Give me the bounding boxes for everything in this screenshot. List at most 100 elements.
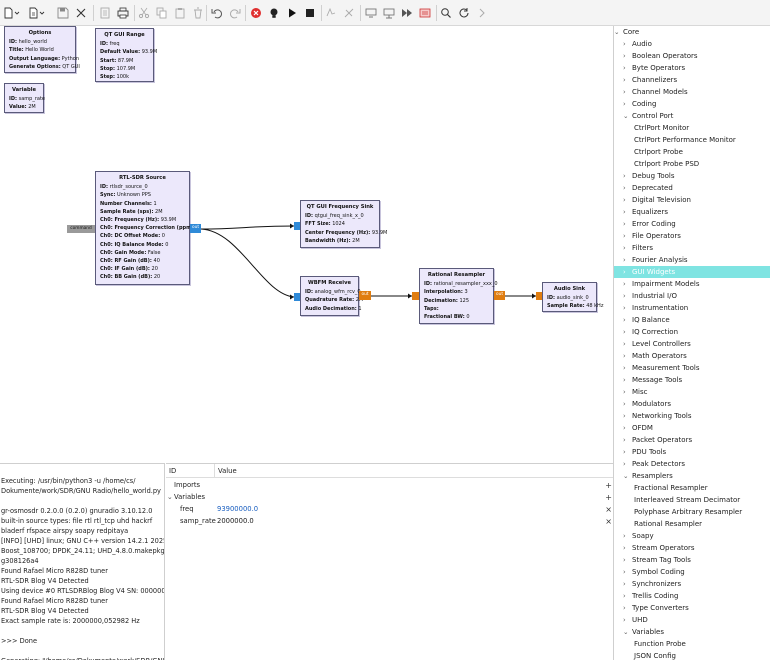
tree-item-resamplers[interactable]: ⌄Resamplers xyxy=(614,470,770,482)
port-resampler-in[interactable] xyxy=(412,292,419,300)
chevron-right-icon[interactable]: › xyxy=(623,376,626,384)
tree-item-ctrlport-performance-monitor[interactable]: CtrlPort Performance Monitor xyxy=(614,134,770,146)
tree-item-soapy[interactable]: ›Soapy xyxy=(614,530,770,542)
tree-item-boolean-operators[interactable]: ›Boolean Operators xyxy=(614,50,770,62)
chevron-right-icon[interactable]: › xyxy=(623,256,626,264)
flowgraph-canvas[interactable]: Options ID: hello_world Title: Hello Wor… xyxy=(0,26,613,463)
port-freqsink-in[interactable] xyxy=(294,222,300,230)
port-resampler-out[interactable]: out xyxy=(494,291,505,300)
chevron-right-icon[interactable]: › xyxy=(623,184,626,192)
chevron-right-icon[interactable]: › xyxy=(623,304,626,312)
open-hier-icon[interactable] xyxy=(380,4,398,22)
chevron-down-icon[interactable]: ⌄ xyxy=(623,112,629,120)
variable-row-freq[interactable]: freq 93900000.0 × xyxy=(166,504,613,516)
port-wbfm-in[interactable] xyxy=(294,293,300,301)
tree-item-channel-models[interactable]: ›Channel Models xyxy=(614,86,770,98)
remove-variable-button[interactable]: × xyxy=(605,517,612,526)
tree-item-uhd[interactable]: ›UHD xyxy=(614,614,770,626)
tree-item-ctrlport-monitor[interactable]: CtrlPort Monitor xyxy=(614,122,770,134)
tree-item-measurement-tools[interactable]: ›Measurement Tools xyxy=(614,362,770,374)
block-library-tree[interactable]: ⌄Core ›Audio›Boolean Operators›Byte Oper… xyxy=(613,26,770,660)
tree-item-digital-television[interactable]: ›Digital Television xyxy=(614,194,770,206)
tree-item-function-probe[interactable]: Function Probe xyxy=(614,638,770,650)
tree-item-channelizers[interactable]: ›Channelizers xyxy=(614,74,770,86)
block-options[interactable]: Options ID: hello_world Title: Hello Wor… xyxy=(4,26,80,73)
errors-icon[interactable] xyxy=(247,4,265,22)
execute-icon[interactable] xyxy=(283,4,301,22)
tree-item-interleaved-stream-decimator[interactable]: Interleaved Stream Decimator xyxy=(614,494,770,506)
port-wbfm-out[interactable]: out xyxy=(359,291,371,300)
bypass-icon[interactable] xyxy=(398,4,416,22)
column-header-id[interactable]: ID xyxy=(169,467,177,475)
chevron-right-icon[interactable]: › xyxy=(623,412,626,420)
remove-variable-button[interactable]: × xyxy=(605,505,612,514)
tree-item-audio[interactable]: ›Audio xyxy=(614,38,770,50)
chevron-right-icon[interactable]: › xyxy=(623,52,626,60)
chevron-right-icon[interactable]: › xyxy=(623,220,626,228)
tree-item-level-controllers[interactable]: ›Level Controllers xyxy=(614,338,770,350)
tree-item-polyphase-arbitrary-resampler[interactable]: Polyphase Arbitrary Resampler xyxy=(614,506,770,518)
expand-arrow-icon[interactable]: ⌄ xyxy=(167,493,173,501)
chevron-right-icon[interactable]: › xyxy=(623,352,626,360)
tree-item-stream-operators[interactable]: ›Stream Operators xyxy=(614,542,770,554)
tree-item-industrial-i-o[interactable]: ›Industrial I/O xyxy=(614,290,770,302)
chevron-right-icon[interactable]: › xyxy=(623,616,626,624)
print-preview-icon[interactable] xyxy=(96,4,114,22)
block-variable[interactable]: Variable ID: samp_rate Value: 2M xyxy=(4,83,45,113)
chevron-right-icon[interactable]: › xyxy=(623,388,626,396)
tree-item-impairment-models[interactable]: ›Impairment Models xyxy=(614,278,770,290)
find-icon[interactable] xyxy=(437,4,455,22)
chevron-right-icon[interactable]: › xyxy=(623,244,626,252)
tree-item-json-config[interactable]: JSON Config xyxy=(614,650,770,660)
chevron-right-icon[interactable]: › xyxy=(623,292,626,300)
new-icon[interactable] xyxy=(3,4,21,22)
tree-item-packet-operators[interactable]: ›Packet Operators xyxy=(614,434,770,446)
tree-item-control-port[interactable]: ⌄Control Port xyxy=(614,110,770,122)
chevron-right-icon[interactable]: › xyxy=(623,208,626,216)
chevron-right-icon[interactable]: › xyxy=(623,100,626,108)
chevron-right-icon[interactable]: › xyxy=(623,172,626,180)
tree-item-equalizers[interactable]: ›Equalizers xyxy=(614,206,770,218)
save-icon[interactable] xyxy=(54,4,72,22)
tree-item-iq-balance[interactable]: ›IQ Balance xyxy=(614,314,770,326)
redo-icon[interactable] xyxy=(226,4,244,22)
chevron-right-icon[interactable]: › xyxy=(623,40,626,48)
tree-item-fourier-analysis[interactable]: ›Fourier Analysis xyxy=(614,254,770,266)
screenshot-icon[interactable] xyxy=(416,4,434,22)
disable-icon[interactable] xyxy=(340,4,358,22)
chevron-right-icon[interactable]: › xyxy=(623,196,626,204)
imports-row[interactable]: Imports + xyxy=(166,480,613,492)
column-header-value[interactable]: Value xyxy=(218,467,237,475)
create-hier-icon[interactable] xyxy=(362,4,380,22)
chevron-right-icon[interactable]: › xyxy=(623,364,626,372)
port-command[interactable]: command xyxy=(67,225,95,233)
variable-row-samp-rate[interactable]: samp_rate 2000000.0 × xyxy=(166,516,613,528)
tree-item-debug-tools[interactable]: ›Debug Tools xyxy=(614,170,770,182)
delete-icon[interactable] xyxy=(189,4,207,22)
chevron-right-icon[interactable]: › xyxy=(623,268,626,276)
tree-item-file-operators[interactable]: ›File Operators xyxy=(614,230,770,242)
chevron-right-icon[interactable]: › xyxy=(623,460,626,468)
tree-item-iq-correction[interactable]: ›IQ Correction xyxy=(614,326,770,338)
tree-item-instrumentation[interactable]: ›Instrumentation xyxy=(614,302,770,314)
tree-item-fractional-resampler[interactable]: Fractional Resampler xyxy=(614,482,770,494)
block-wbfm-receive[interactable]: WBFM Receive ID: analog_wfm_rcv_0 Quadra… xyxy=(300,276,363,316)
paste-icon[interactable] xyxy=(171,4,189,22)
tree-item-type-converters[interactable]: ›Type Converters xyxy=(614,602,770,614)
variables-row[interactable]: ⌄ Variables + xyxy=(166,492,613,504)
reload-icon[interactable] xyxy=(455,4,473,22)
chevron-right-icon[interactable]: › xyxy=(623,280,626,288)
chevron-right-icon[interactable]: › xyxy=(623,592,626,600)
cut-icon[interactable] xyxy=(135,4,153,22)
tree-item-stream-tag-tools[interactable]: ›Stream Tag Tools xyxy=(614,554,770,566)
add-variable-button[interactable]: + xyxy=(605,493,612,502)
chevron-right-icon[interactable]: › xyxy=(623,436,626,444)
generate-icon[interactable] xyxy=(265,4,283,22)
tree-item-gui-widgets[interactable]: ›GUI Widgets xyxy=(614,266,770,278)
chevron-right-icon[interactable]: › xyxy=(623,532,626,540)
chevron-right-icon[interactable]: › xyxy=(623,232,626,240)
chevron-down-icon[interactable]: ⌄ xyxy=(623,628,629,636)
chevron-right-icon[interactable]: › xyxy=(623,76,626,84)
chevron-right-icon[interactable]: › xyxy=(623,556,626,564)
console-output[interactable]: Executing: /usr/bin/python3 -u /home/cs/… xyxy=(0,463,165,660)
